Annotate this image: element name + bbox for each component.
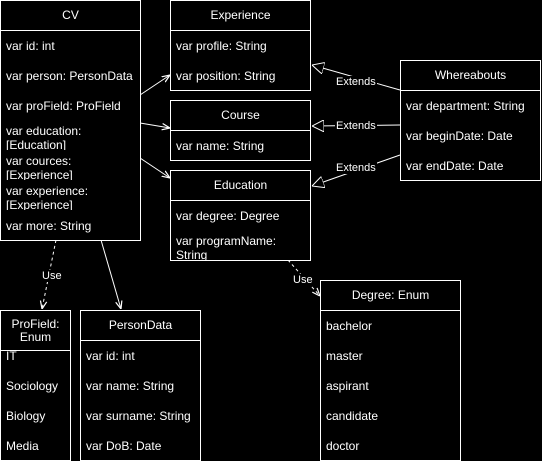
cv-attr-person: var person: PersonData	[6, 70, 133, 83]
cv-attr-education: var education:	[6, 125, 82, 138]
persondata-attr-name: var name: String	[86, 380, 175, 393]
education-attr-degree: var degree: Degree	[176, 210, 280, 223]
extends-label: Extends	[335, 120, 377, 132]
class-experience[interactable]: Experience var profile: String var posit…	[170, 0, 311, 91]
enum-degree-title: Degree: Enum	[321, 281, 460, 311]
cv-to-persondata-arrow	[100, 239, 121, 309]
degree-value-aspirant: aspirant	[326, 380, 369, 393]
use-label: Use	[292, 274, 314, 286]
course-attr-name: var name: String	[176, 140, 265, 153]
class-education-title: Education	[171, 171, 310, 201]
cv-attr-profield: var proField: ProField	[6, 100, 121, 113]
cv-attr-experience: var experience:	[6, 185, 89, 198]
cv-to-course-arrow	[139, 122, 170, 128]
profield-value-sociology: Sociology	[6, 380, 59, 393]
enum-profield-title-line1: ProField:	[11, 316, 60, 331]
profield-value-biology: Biology	[6, 410, 46, 423]
whereabouts-attr-department: var department: String	[406, 100, 525, 113]
whereabouts-attr-enddate: var endDate: Date	[406, 160, 504, 173]
cv-attr-cources: var cources:	[6, 155, 72, 168]
whereabouts-attr-begindate: var beginDate: Date	[406, 130, 513, 143]
class-whereabouts[interactable]: Whereabouts var department: String var b…	[400, 60, 541, 181]
profield-value-it: IT	[6, 350, 17, 363]
class-education[interactable]: Education var degree: Degree var program…	[170, 170, 311, 261]
cv-attr-education-type: [Education]	[6, 139, 67, 150]
profield-value-media: Media	[6, 440, 39, 453]
experience-attr-position: var position: String	[176, 70, 276, 83]
enum-profield-title: ProField: Enum	[1, 311, 70, 351]
cv-attr-cources-type: [Experience]	[6, 169, 73, 180]
enum-profield[interactable]: ProField: Enum IT Sociology Biology Medi…	[0, 310, 71, 461]
degree-value-candidate: candidate	[326, 410, 379, 423]
class-whereabouts-title: Whereabouts	[401, 61, 540, 91]
cv-to-experience-arrow	[139, 75, 170, 96]
enum-degree[interactable]: Degree: Enum bachelor master aspirant ca…	[320, 280, 461, 461]
extends-label: Extends	[335, 76, 377, 88]
persondata-attr-dob: var DoB: Date	[86, 440, 162, 453]
class-course-title: Course	[171, 101, 310, 131]
cv-attr-id: var id: int	[6, 40, 55, 53]
cv-attr-experience-type: [Experience]	[6, 199, 73, 210]
degree-value-master: master	[326, 350, 363, 363]
enum-profield-title-line2: Enum	[19, 329, 52, 344]
degree-value-doctor: doctor	[326, 440, 360, 453]
use-label: Use	[41, 270, 63, 282]
extends-label: Extends	[335, 162, 377, 174]
cv-attr-more: var more: String	[6, 220, 92, 233]
class-course[interactable]: Course var name: String	[170, 100, 311, 161]
experience-attr-profile: var profile: String	[176, 40, 267, 53]
class-persondata[interactable]: PersonData var id: int var name: String …	[80, 310, 201, 461]
class-cv-title: CV	[1, 1, 140, 31]
class-experience-title: Experience	[171, 1, 310, 31]
cv-to-education-arrow	[139, 157, 170, 178]
class-persondata-title: PersonData	[81, 311, 200, 341]
education-attr-programname: var programName:	[176, 235, 277, 248]
class-cv[interactable]: CV var id: int var person: PersonData va…	[0, 0, 141, 241]
degree-value-bachelor: bachelor	[326, 320, 373, 333]
persondata-attr-id: var id: int	[86, 350, 135, 363]
persondata-attr-surname: var surname: String	[86, 410, 191, 423]
education-attr-programname-type: String	[176, 249, 208, 260]
